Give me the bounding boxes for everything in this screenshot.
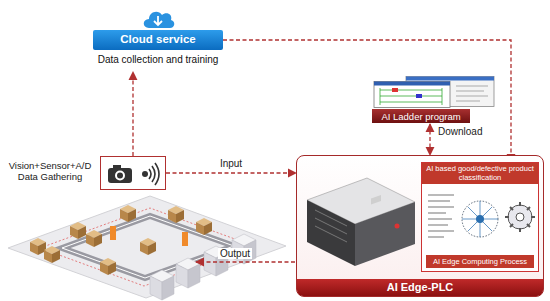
classification-images — [424, 189, 538, 247]
data-gathering-box: Vision+Sensor+A/D Data Gathering — [100, 156, 166, 190]
edge-label: Download — [436, 126, 484, 137]
dashed-connector — [223, 40, 511, 162]
node-title: AI Edge Computing Process — [426, 257, 534, 266]
plc-bar: AI Edge-PLC — [297, 279, 543, 296]
dashed-connector — [166, 172, 296, 173]
flow-label: Output — [218, 248, 252, 259]
computing-process-bar: AI Edge Computing Process — [426, 255, 534, 268]
dashed-connector — [132, 72, 133, 156]
output-arrow — [196, 261, 295, 262]
cloud-bar: Cloud service — [93, 30, 223, 50]
node-heading: Vision+Sensor+A/D Data Gathering — [5, 160, 95, 183]
node-title: AI Edge-PLC — [297, 281, 543, 293]
edge-label: Input — [218, 158, 244, 169]
ladder-bar: AI Ladder program — [372, 109, 470, 123]
ladder-screenshot — [372, 76, 496, 108]
plc-device-illustration — [301, 166, 419, 274]
panel-title: AI based good/defective product classifi… — [422, 163, 538, 184]
edge-plc-box: AI Edge-PLC AI based good/defective produ… — [296, 155, 544, 297]
classification-panel: AI based good/defective product classifi… — [421, 162, 539, 272]
dashed-connector — [429, 124, 430, 155]
cloud-service-node: Cloud serviceData collection and trainin… — [83, 6, 233, 72]
node-title: Cloud service — [93, 33, 223, 45]
node-title: AI Ladder program — [372, 111, 470, 122]
camera-sensor-icon — [105, 161, 163, 187]
ladder-program-node: AI Ladder program — [372, 76, 496, 124]
cloud-icon — [140, 6, 176, 30]
node-subtitle: Data collection and training — [83, 54, 233, 65]
